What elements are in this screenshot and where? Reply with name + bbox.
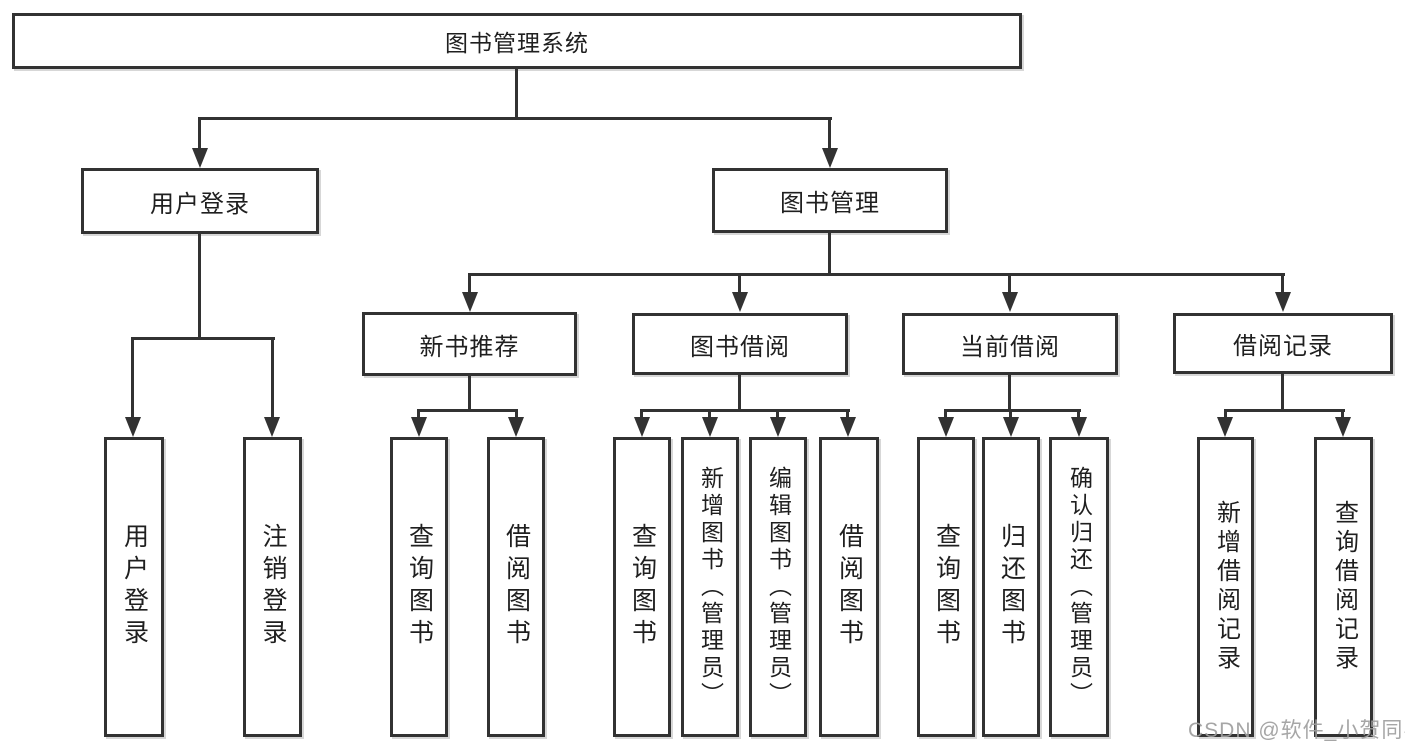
connector-drop xyxy=(1008,273,1011,295)
connector-rail xyxy=(944,409,1081,412)
arrow-down-icon xyxy=(1003,417,1019,437)
connector-drop xyxy=(738,273,741,295)
arrow-down-icon xyxy=(1217,417,1233,437)
leaf-query-borrow-record: 查询借阅记录 xyxy=(1314,437,1373,737)
node-new-book-recommendation: 新书推荐 xyxy=(362,312,577,376)
connector-bookmgmt-drop xyxy=(828,117,831,150)
connector-drop xyxy=(708,409,711,421)
connector-drop xyxy=(1077,409,1080,421)
node-current-borrowing: 当前借阅 xyxy=(902,313,1118,375)
connector-rail xyxy=(640,409,850,412)
connector-userlogin-rail xyxy=(132,337,275,340)
watermark: CSDN @软件_小贺同学 xyxy=(1188,719,1405,742)
leaf-confirm-return-admin: 确认归还（管理员） xyxy=(1049,437,1109,737)
arrow-down-icon xyxy=(462,292,478,312)
connector-drop xyxy=(271,337,274,419)
arrow-down-icon xyxy=(1335,417,1351,437)
connector-drop xyxy=(515,409,518,421)
connector-rail xyxy=(1224,409,1345,412)
node-book-borrowing: 图书借阅 xyxy=(632,313,848,375)
connector-drop xyxy=(417,409,420,421)
connector-bookmgmt-stem xyxy=(828,233,831,276)
arrow-down-icon xyxy=(264,417,280,437)
leaf-query-books-borrowing: 查询图书 xyxy=(613,437,671,737)
arrow-down-icon xyxy=(192,148,208,168)
arrow-down-icon xyxy=(938,417,954,437)
arrow-down-icon xyxy=(732,292,748,312)
arrow-down-icon xyxy=(125,417,141,437)
arrow-down-icon xyxy=(840,417,856,437)
arrow-down-icon xyxy=(702,417,718,437)
leaf-query-books-recommend: 查询图书 xyxy=(390,437,448,737)
connector-stem xyxy=(1281,374,1284,412)
node-book-management: 图书管理 xyxy=(712,168,948,233)
connector-drop xyxy=(1009,409,1012,421)
arrow-down-icon xyxy=(634,417,650,437)
connector-drop xyxy=(1224,409,1227,421)
connector-drop xyxy=(944,409,947,421)
arrow-down-icon xyxy=(1002,292,1018,312)
connector-drop xyxy=(1341,409,1344,421)
leaf-logout: 注销登录 xyxy=(243,437,302,737)
arrow-down-icon xyxy=(411,417,427,437)
arrow-down-icon xyxy=(822,148,838,168)
connector-drop xyxy=(131,337,134,419)
connector-drop xyxy=(776,409,779,421)
leaf-borrow-books-recommend: 借阅图书 xyxy=(487,437,545,737)
connector-drop xyxy=(468,273,471,295)
arrow-down-icon xyxy=(1071,417,1087,437)
connector-stem xyxy=(1008,375,1011,412)
node-library-system: 图书管理系统 xyxy=(12,13,1022,69)
connector-userlogin-stem xyxy=(198,234,201,340)
connector-stem xyxy=(468,376,471,412)
arrow-down-icon xyxy=(508,417,524,437)
leaf-add-borrow-record: 新增借阅记录 xyxy=(1197,437,1254,737)
connector-drop xyxy=(846,409,849,421)
connector-userlogin-drop xyxy=(198,117,201,150)
leaf-edit-book-admin: 编辑图书（管理员） xyxy=(749,437,807,737)
node-user-login: 用户登录 xyxy=(81,168,319,234)
arrow-down-icon xyxy=(770,417,786,437)
connector-drop xyxy=(1281,273,1284,295)
connector-level2-rail xyxy=(198,117,832,120)
connector-root-stem xyxy=(515,69,518,120)
leaf-add-book-admin: 新增图书（管理员） xyxy=(681,437,739,737)
leaf-return-books: 归还图书 xyxy=(982,437,1040,737)
connector-stem xyxy=(738,375,741,412)
leaf-query-books-current: 查询图书 xyxy=(917,437,975,737)
connector-level3-rail xyxy=(468,273,1285,276)
leaf-user-login: 用户登录 xyxy=(104,437,164,737)
connector-drop xyxy=(640,409,643,421)
node-borrowing-records: 借阅记录 xyxy=(1173,313,1393,374)
arrow-down-icon xyxy=(1275,292,1291,312)
leaf-borrow-books-borrowing: 借阅图书 xyxy=(819,437,879,737)
connector-rail xyxy=(417,409,518,412)
